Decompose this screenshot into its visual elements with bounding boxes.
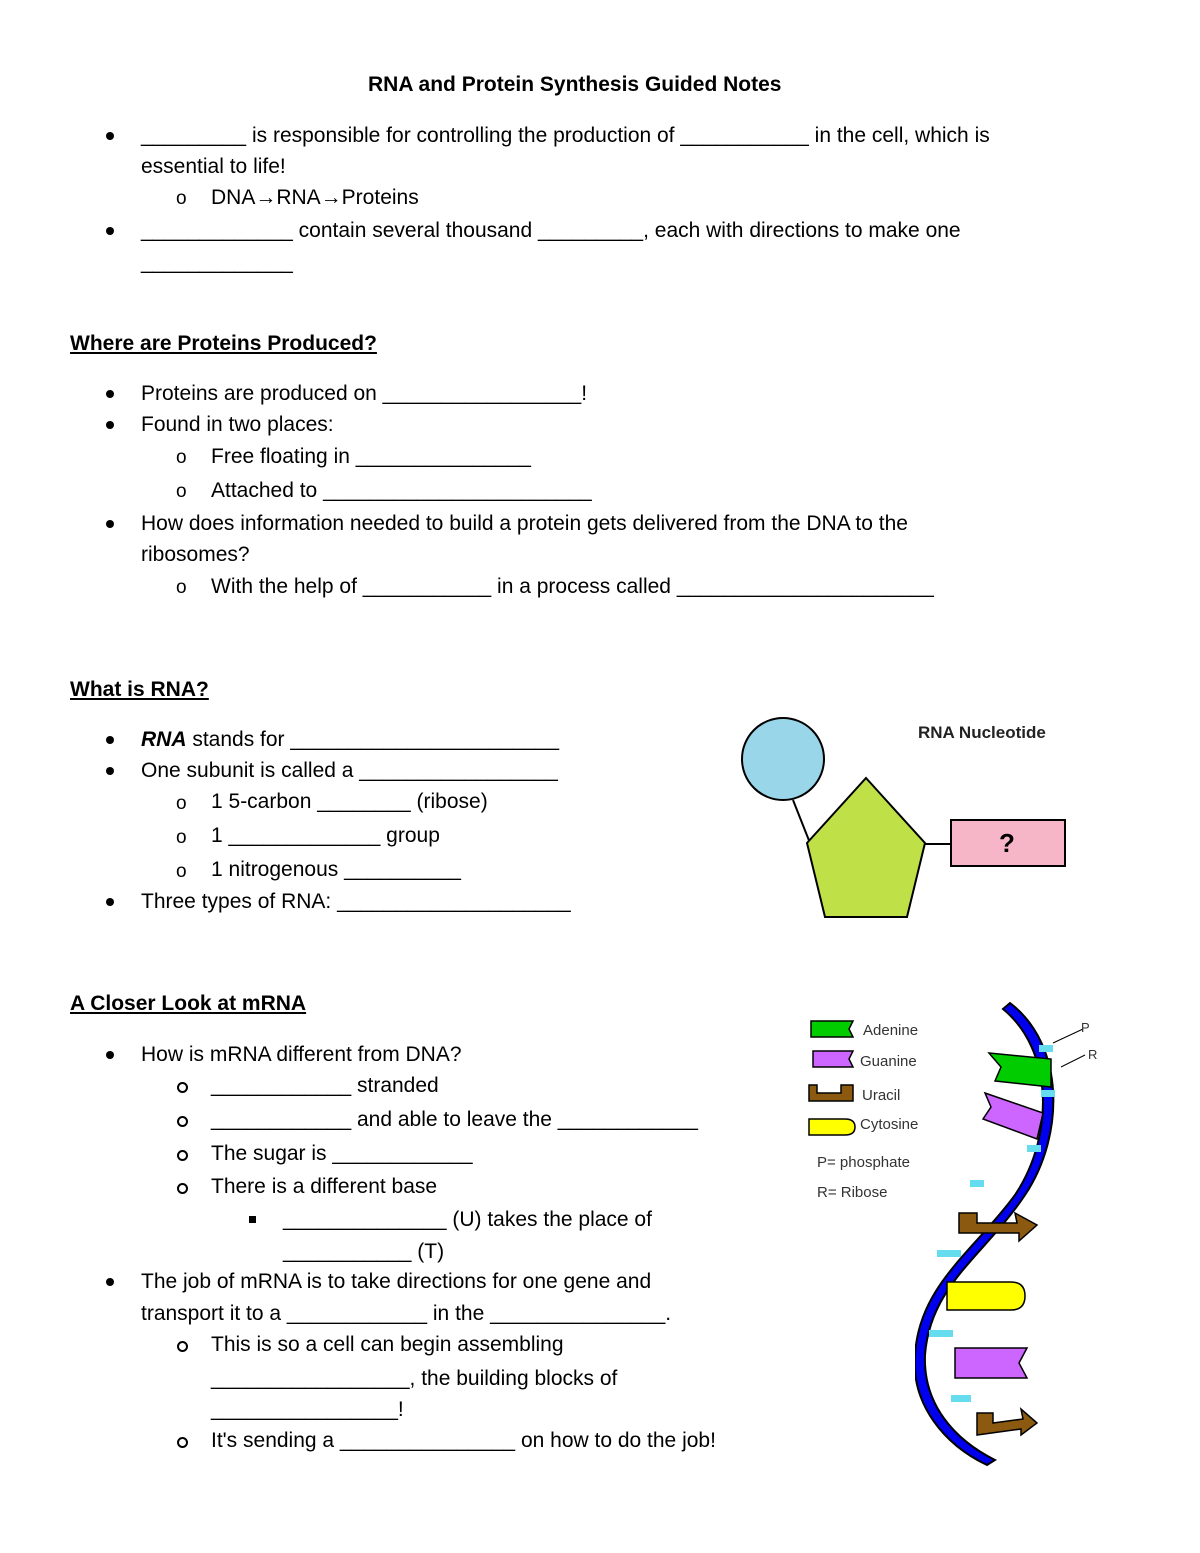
s1-line-4: Attached to _______________________ <box>211 479 592 502</box>
uracil-base <box>958 1211 1039 1243</box>
hollow-bullet <box>177 1116 188 1127</box>
s3-line-6: ______________ (U) takes the place of <box>283 1208 652 1231</box>
s2-line-2: One subunit is called a ________________… <box>141 759 558 782</box>
phosphate-band <box>937 1250 961 1257</box>
mrna-strand-diagram <box>915 1001 1086 1467</box>
sub-bullet-o: o <box>176 447 187 468</box>
page-title: RNA and Protein Synthesis Guided Notes <box>368 73 782 96</box>
ribose-pentagon <box>805 776 927 918</box>
s3-line-5: There is a different base <box>211 1175 438 1198</box>
nucleotide-diagram-title: RNA Nucleotide <box>918 723 1046 742</box>
bond-line <box>792 799 811 844</box>
s2-line-1: RNA stands for _______________________ <box>141 728 559 752</box>
phosphate-band <box>1041 1090 1055 1097</box>
sub-bullet-o: o <box>176 861 187 882</box>
s3-line-4: The sugar is ____________ <box>211 1142 473 1165</box>
intro-line-1: _________ is responsible for controlling… <box>141 124 990 147</box>
s3-line-7: ___________ (T) <box>283 1240 445 1263</box>
cytosine-icon <box>808 1118 856 1136</box>
bullet <box>106 227 114 235</box>
cytosine-base <box>946 1281 1026 1311</box>
s2-line-3: 1 5-carbon ________ (ribose) <box>211 790 488 813</box>
phosphate-circle <box>741 717 825 801</box>
legend-cytosine-label: Cytosine <box>860 1116 919 1133</box>
guanine-base <box>981 1091 1044 1140</box>
legend-adenine-label: Adenine <box>863 1022 919 1039</box>
s3-line-9: transport it to a ____________ in the __… <box>141 1302 672 1325</box>
sub-bullet-o: o <box>176 827 187 848</box>
s1-line-1: Proteins are produced on _______________… <box>141 382 588 405</box>
uracil-icon <box>808 1084 854 1102</box>
bullet <box>106 1051 114 1059</box>
legend-phosphate-note: P= phosphate <box>817 1154 910 1171</box>
phosphate-band <box>1027 1145 1041 1152</box>
phosphate-band <box>951 1395 971 1402</box>
bullet <box>106 767 114 775</box>
intro-line-2: essential to life! <box>141 155 286 178</box>
legend-ribose-note: R= Ribose <box>817 1184 888 1201</box>
s1-line-7: With the help of ___________ in a proces… <box>211 575 934 598</box>
pointer-line <box>1060 1054 1086 1068</box>
hollow-bullet <box>177 1437 188 1448</box>
hollow-bullet <box>177 1183 188 1194</box>
s3-line-1: How is mRNA different from DNA? <box>141 1043 462 1066</box>
pointer-line <box>1052 1028 1084 1044</box>
s3-line-8: The job of mRNA is to take directions fo… <box>141 1270 652 1293</box>
strand-label-r: R <box>1088 1047 1098 1062</box>
sub-bullet-o: o <box>176 188 187 209</box>
s1-line-2: Found in two places: <box>141 413 334 436</box>
uracil-base <box>976 1406 1039 1437</box>
s3-line-11: _________________, the building blocks o… <box>211 1367 618 1390</box>
phosphate-band <box>929 1330 953 1337</box>
s3-line-13: It's sending a _______________ on how to… <box>211 1429 716 1452</box>
bullet <box>106 390 114 398</box>
base-legend-icons <box>808 1020 856 1136</box>
adenine-icon <box>810 1020 855 1038</box>
sub-bullet-o: o <box>176 577 187 598</box>
intro-line-3: DNA→RNA→Proteins <box>211 186 419 209</box>
section-heading: A Closer Look at mRNA <box>70 992 307 1015</box>
bullet <box>106 520 114 528</box>
question-mark: ? <box>999 828 1015 858</box>
s3-line-10: This is so a cell can begin assembling <box>211 1333 564 1356</box>
bullet <box>106 132 114 140</box>
hollow-bullet <box>177 1082 188 1093</box>
s2-line-1-text: stands for _______________________ <box>186 728 560 751</box>
phosphate-band <box>970 1180 984 1187</box>
intro-line-4: _____________ contain several thousand _… <box>141 219 961 242</box>
s2-line-5: 1 nitrogenous __________ <box>211 858 461 881</box>
s3-line-12: ________________! <box>211 1398 404 1421</box>
s3-line-2: ____________ stranded <box>211 1074 439 1097</box>
legend-uracil-label: Uracil <box>862 1087 901 1104</box>
s2-line-4: 1 _____________ group <box>211 824 440 847</box>
s1-line-5: How does information needed to build a p… <box>141 512 908 535</box>
ribose-phosphate-backbone <box>915 1001 1055 1467</box>
sub-bullet-o: o <box>176 793 187 814</box>
base-box <box>950 819 1066 867</box>
guanine-base <box>954 1347 1029 1379</box>
bullet <box>106 736 114 744</box>
section-heading: Where are Proteins Produced? <box>70 332 377 355</box>
intro-line-5: _____________ <box>141 251 293 274</box>
guanine-icon <box>812 1050 855 1068</box>
sub-bullet-o: o <box>176 481 187 502</box>
s3-line-3: ____________ and able to leave the _____… <box>211 1108 698 1131</box>
adenine-base <box>987 1052 1052 1088</box>
s2-line-6: Three types of RNA: ____________________ <box>141 890 571 913</box>
square-bullet <box>249 1216 256 1223</box>
section-heading: What is RNA? <box>70 678 209 701</box>
phosphate-band <box>1039 1045 1053 1052</box>
rna-nucleotide-diagram: ? <box>741 717 1066 918</box>
legend-guanine-label: Guanine <box>860 1053 917 1070</box>
rna-term: RNA <box>141 728 187 751</box>
hollow-bullet <box>177 1341 188 1352</box>
strand-label-p: P <box>1081 1020 1090 1035</box>
s1-line-6: ribosomes? <box>141 543 250 566</box>
s1-line-3: Free floating in _______________ <box>211 445 531 468</box>
bullet <box>106 898 114 906</box>
bullet <box>106 421 114 429</box>
hollow-bullet <box>177 1150 188 1161</box>
bullet <box>106 1278 114 1286</box>
